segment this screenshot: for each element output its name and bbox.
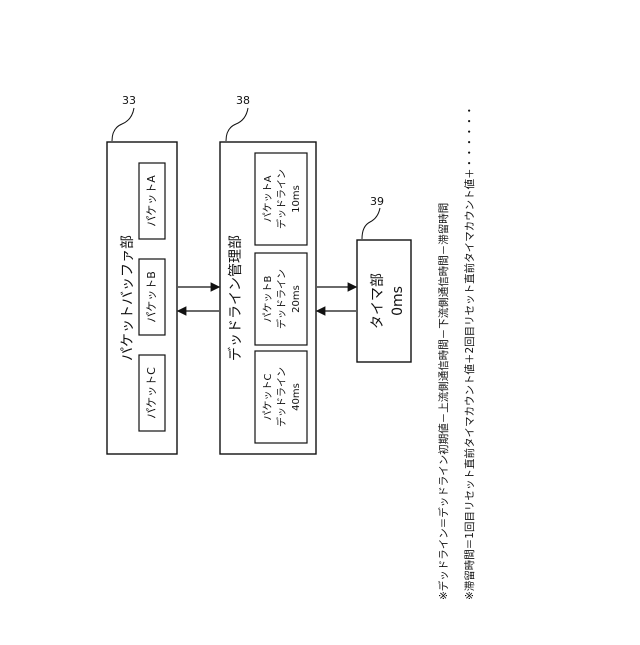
manager-timer-arrows <box>317 287 356 311</box>
deadline-b-label: デッドライン <box>275 269 288 329</box>
ref-39-label: 39 <box>370 195 384 208</box>
ref-33-label: 33 <box>122 94 136 107</box>
packet-buffer-title: パケットバッファ部 <box>120 235 136 361</box>
buffer-packet-b: パケットB <box>139 259 165 335</box>
ref-38-label: 38 <box>236 94 250 107</box>
ref-39-callout: 39 <box>362 195 384 239</box>
buffer-packet-c: パケットC <box>139 355 165 431</box>
note-deadline-formula: ※デッドライン＝デッドライン初期値－上流側通信時間－下流側通信時間－滞留時間 <box>437 203 450 600</box>
timer-value: 0ms <box>390 286 406 316</box>
buffer-packet-b-label: パケットB <box>145 271 158 323</box>
deadline-a-name: パケットA <box>262 175 274 222</box>
timer-title: タイマ部 <box>370 273 386 329</box>
deadline-b-value: 20ms <box>291 285 302 313</box>
deadline-entry-a: パケットA デッドライン 10ms <box>255 153 307 245</box>
buffer-manager-arrows <box>178 287 219 311</box>
deadline-c-name: パケットC <box>262 373 274 420</box>
ref-33-callout: 33 <box>112 94 136 141</box>
note-residence-time-formula: ※滞留時間＝1回目リセット直前タイマカウント値＋2回目リセット直前タイマカウント… <box>463 105 476 600</box>
ref-38-callout: 38 <box>226 94 250 141</box>
deadline-c-value: 40ms <box>291 383 302 411</box>
deadline-manager-title: デッドライン管理部 <box>227 235 244 361</box>
deadline-c-label: デッドライン <box>275 367 288 427</box>
buffer-packet-c-label: パケットC <box>145 367 158 419</box>
deadline-a-value: 10ms <box>291 185 302 213</box>
deadline-entry-b: パケットB デッドライン 20ms <box>255 253 307 345</box>
buffer-packet-a: パケットA <box>139 163 165 239</box>
deadline-manager-block: デッドライン管理部 パケットC デッドライン 40ms パケットB デッドライン… <box>220 142 316 454</box>
timer-block: タイマ部 0ms <box>357 240 411 362</box>
buffer-packet-a-label: パケットA <box>145 175 158 227</box>
deadline-entry-c: パケットC デッドライン 40ms <box>255 351 307 443</box>
packet-buffer-block: パケットバッファ部 パケットC パケットB パケットA <box>107 142 177 454</box>
deadline-b-name: パケットB <box>262 275 274 322</box>
deadline-a-label: デッドライン <box>275 169 288 229</box>
